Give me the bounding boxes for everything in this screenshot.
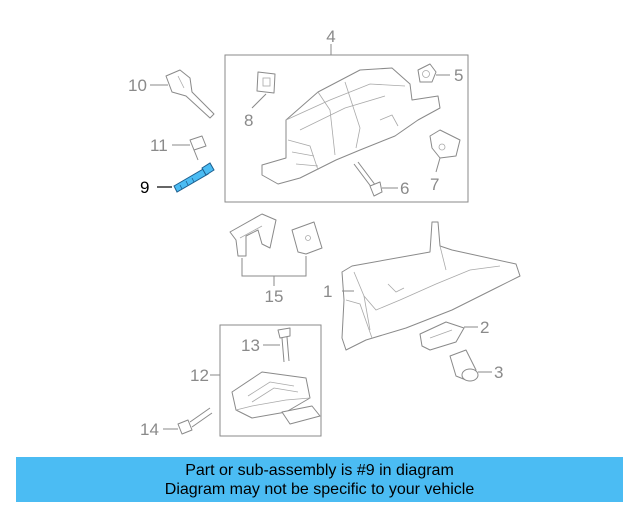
callout-6[interactable]: 6 (400, 179, 409, 198)
part-13-screw[interactable] (277, 327, 291, 363)
part-2-striker[interactable] (419, 321, 465, 351)
callout-1[interactable]: 1 (323, 282, 332, 301)
callout-15[interactable]: 15 (265, 287, 284, 306)
callout-8[interactable]: 8 (244, 111, 253, 130)
part-8-bracket[interactable] (256, 71, 276, 94)
part-12-box[interactable] (231, 371, 321, 425)
callout-12[interactable]: 12 (190, 366, 209, 385)
frame-group-12 (219, 324, 322, 437)
callout-9[interactable]: 9 (140, 178, 149, 197)
callout-5[interactable]: 5 (454, 66, 463, 85)
part-3-lock-cylinder[interactable] (449, 349, 479, 382)
part-10-latch[interactable] (165, 69, 215, 119)
part-11-pin[interactable] (189, 135, 207, 161)
callout-3[interactable]: 3 (494, 363, 503, 382)
parts-diagram: 4 5 8 (128, 27, 521, 439)
part-7-bumper[interactable] (429, 129, 461, 159)
assembly-group-12: 12 13 (190, 324, 322, 437)
banner-line-2: Diagram may not be specific to your vehi… (164, 480, 475, 498)
part-5-clip[interactable] (417, 63, 437, 83)
part-15-bracket-right[interactable] (291, 221, 323, 255)
banner-line-1: Part or sub-assembly is #9 in diagram (185, 461, 454, 479)
callout-7[interactable]: 7 (430, 175, 439, 194)
callout-10[interactable]: 10 (128, 76, 147, 95)
callout-4[interactable]: 4 (326, 27, 335, 46)
frame-group-4 (224, 54, 469, 203)
callout-11[interactable]: 11 (150, 136, 168, 155)
part-15-bracket-left[interactable] (229, 213, 277, 257)
assembly-group-4: 4 5 8 (224, 27, 469, 203)
callout-13[interactable]: 13 (241, 336, 260, 355)
part-1-glove-box[interactable] (341, 221, 521, 351)
callout-2[interactable]: 2 (480, 318, 489, 337)
part-9-bolt[interactable] (173, 162, 215, 193)
part-14-bolt[interactable] (177, 407, 213, 435)
callout-14[interactable]: 14 (140, 420, 159, 439)
part-6-screw[interactable] (353, 161, 383, 197)
info-banner: Part or sub-assembly is #9 in diagram Di… (16, 457, 623, 502)
part-4-housing[interactable] (261, 67, 441, 185)
